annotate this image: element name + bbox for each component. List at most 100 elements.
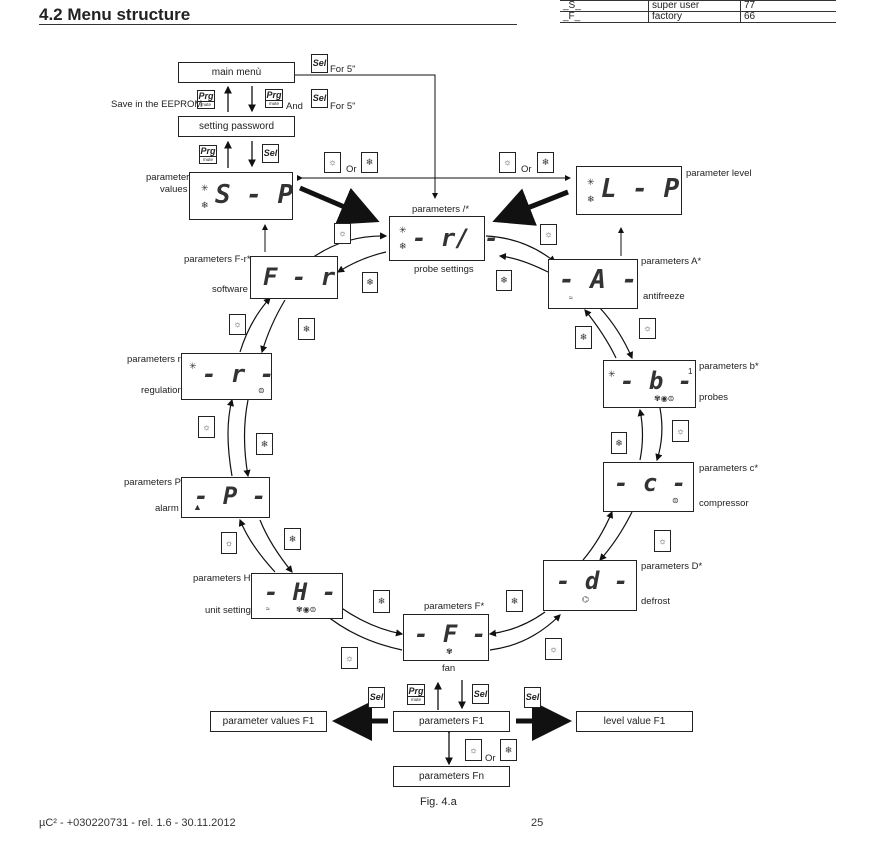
parameters-a-label: parameters A*: [641, 256, 702, 267]
down-key-icon: ❄: [373, 590, 390, 613]
sel-key-icon: Sel: [472, 684, 489, 704]
fan-label: fan: [442, 663, 456, 674]
down-key-icon: ❄: [611, 432, 627, 454]
up-key-icon: ☼: [545, 638, 562, 660]
up-key-icon: ☼: [341, 647, 358, 669]
parameters-h-label: parameters H*: [193, 573, 255, 584]
up-key-icon: ☼: [499, 152, 516, 173]
unit-setting-label: unit setting: [205, 605, 251, 616]
down-key-icon: ❄: [361, 152, 378, 173]
param-values-label: values: [160, 184, 188, 195]
parameters-c-label: parameters c*: [699, 463, 759, 474]
up-key-icon: ☼: [334, 223, 351, 244]
probes-display: ✳ - b - 1 ✾◉⊜: [603, 360, 696, 408]
sel-key-icon: Sel: [311, 89, 328, 108]
cursor-icon: ▲: [193, 502, 202, 512]
save-eeprom-label: Save in the EEPROM: [111, 99, 203, 110]
defrost-label: defrost: [641, 596, 671, 607]
fan-pump-compressor-icon: ✾◉⊜: [654, 394, 675, 403]
sel-key-label: Sel: [473, 688, 488, 699]
table-cell: factory: [648, 11, 741, 23]
display-text: - r -: [202, 360, 275, 388]
title-rule: [39, 24, 517, 25]
parameters-slash-label: parameters /*: [412, 204, 470, 215]
for5-label: For 5": [330, 101, 356, 112]
display-text: - P -: [194, 482, 267, 510]
for5-label: For 5": [330, 64, 356, 75]
sp-display: ✳ ❄ S - P: [189, 172, 293, 220]
sel-key-icon: Sel: [262, 144, 279, 163]
regulation-label: regulation: [141, 385, 183, 396]
fan-pump-compressor-icon: ✾◉⊜: [296, 605, 317, 614]
table-row: _F_ factory 66: [560, 11, 836, 23]
sel-key-label: Sel: [312, 93, 327, 103]
display-text: - F -: [414, 620, 487, 648]
compressor-icon: ⊜: [672, 496, 679, 505]
alarm-label: alarm: [155, 503, 179, 514]
defrost-display: - d - ⌬: [543, 560, 637, 611]
probes-label: probes: [699, 392, 729, 403]
sel-key-label: Sel: [369, 692, 384, 702]
level-value-f1-box: level value F1: [576, 711, 693, 732]
up-key-icon: ☼: [540, 224, 557, 245]
up-key-icon: ☼: [198, 416, 215, 438]
superscript-label: 1: [688, 367, 693, 376]
parameters-fr-label: parameters F-r*: [184, 254, 251, 265]
mute-key-label: mute: [266, 100, 282, 106]
down-key-icon: ❄: [284, 528, 301, 550]
sel-key-label: Sel: [525, 692, 540, 702]
prg-key-label: Prg: [408, 686, 424, 696]
fr-display: F - r: [250, 256, 338, 299]
param-values-label: parameter: [146, 172, 190, 183]
snowflake-icon: ❄: [201, 200, 209, 210]
sel-key-label: Sel: [263, 148, 278, 158]
sun-icon: ✳: [608, 369, 616, 379]
antifreeze-display: - A - ≈: [548, 259, 638, 309]
down-key-icon: ❄: [506, 590, 523, 612]
display-text: - A -: [559, 265, 638, 295]
display-text: - r/ -: [412, 224, 499, 252]
display-text: F - r: [263, 263, 336, 291]
compressor-label: compressor: [699, 498, 749, 509]
sun-icon: ✳: [399, 225, 407, 235]
up-key-icon: ☼: [229, 314, 246, 335]
compressor-display: - c - ⊜: [603, 462, 694, 512]
sun-icon: ✳: [587, 177, 595, 187]
up-key-icon: ☼: [221, 532, 237, 554]
sun-icon: ✳: [201, 183, 209, 193]
sel-key-icon: Sel: [524, 687, 541, 708]
mute-key-label: mute: [200, 156, 216, 162]
up-key-icon: ☼: [639, 318, 656, 339]
down-key-icon: ❄: [362, 272, 378, 293]
display-text: - d -: [556, 567, 629, 595]
wave-icon: ≈: [569, 295, 573, 302]
compressor-icon: ⊜: [258, 386, 265, 395]
parameters-p-label: parameters P*: [124, 477, 185, 488]
probe-settings-label: probe settings: [414, 264, 474, 275]
up-key-icon: ☼: [324, 152, 341, 173]
mute-key-label: mute: [408, 696, 424, 702]
sel-key-icon: Sel: [368, 687, 385, 708]
prg-key-label: Prg: [198, 91, 214, 101]
page-number: 25: [531, 817, 544, 829]
parameter-values-f1-box: parameter values F1: [210, 711, 327, 732]
prg-key-label: Prg: [200, 146, 216, 156]
or-label: Or: [521, 164, 532, 175]
antifreeze-label: antifreeze: [643, 291, 685, 302]
fan-display: - F - ✾: [403, 614, 489, 661]
footer-text: µC² - +030220731 - rel. 1.6 - 30.11.2012: [39, 817, 236, 829]
or-label: Or: [346, 164, 357, 175]
display-text: - c -: [614, 469, 687, 497]
sel-key-label: Sel: [312, 58, 327, 68]
up-key-icon: ☼: [672, 420, 689, 442]
up-key-icon: ☼: [654, 530, 671, 552]
setting-password-box: setting password: [178, 116, 295, 137]
prg-key-label: Prg: [266, 90, 282, 100]
parameters-d-label: parameters D*: [641, 561, 703, 572]
parameters-f-label: parameters F*: [424, 601, 485, 612]
